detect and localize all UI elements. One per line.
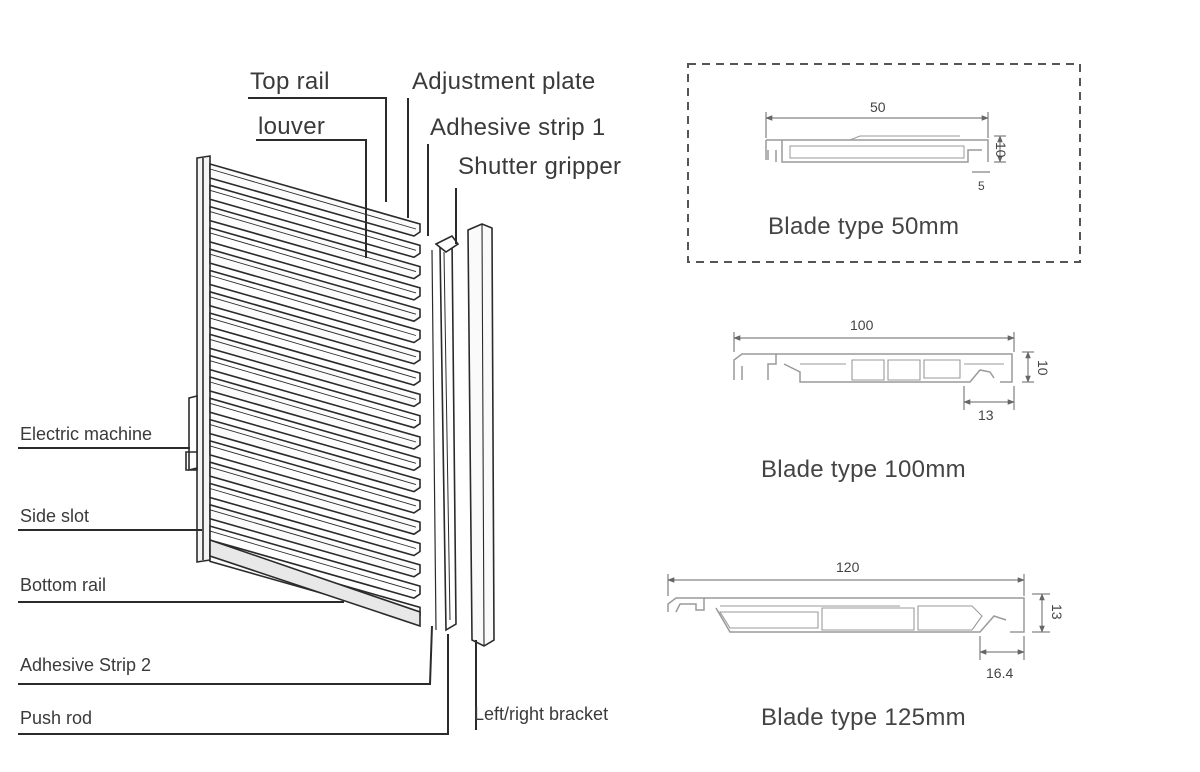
blade-50-lip-dim: 5: [978, 179, 985, 193]
louver-slat-edge: [209, 338, 417, 400]
label-bottom-rail: Bottom rail: [20, 575, 107, 595]
louver-slat-edge: [209, 189, 417, 251]
blade-125-height-dim: 13: [1049, 604, 1065, 620]
bottom-rail: [209, 538, 421, 628]
blade-profile-50: [765, 135, 989, 163]
label-adhesive-strip-1: Adhesive strip 1: [430, 114, 606, 141]
blade-50-caption: Blade type 50mm: [768, 213, 960, 240]
blade-50-height-dim: 10: [993, 142, 1009, 158]
blade-100-lip-dim: 13: [978, 407, 994, 423]
label-adhesive-strip-2: Adhesive Strip 2: [20, 655, 152, 675]
shutter-assembly: [185, 155, 495, 647]
blade-100-width-dim: 100: [850, 317, 874, 333]
blade-125-lip-dim: 16.4: [986, 665, 1014, 681]
blade-dims-125: [667, 574, 1050, 660]
blade-50-width-dim: 50: [870, 99, 886, 115]
blade-profile-100: [733, 353, 1013, 383]
blade-125-caption: Blade type 125mm: [761, 704, 966, 731]
louver-slat-edge: [209, 530, 417, 592]
blade-100-height-dim: 10: [1035, 360, 1051, 376]
louver-slat-edge: [209, 232, 417, 294]
blade-125-width-dim: 120: [836, 559, 860, 575]
label-louver: louver: [258, 113, 326, 140]
louver-slat-edge: [209, 424, 417, 486]
louver-slat-edge: [209, 445, 417, 507]
push-rod: [431, 249, 437, 631]
label-adjustment-plate: Adjustment plate: [412, 68, 596, 95]
louver-slat-edge: [209, 168, 417, 230]
louver-slat-edge: [209, 466, 417, 528]
louver-slat-edge: [209, 253, 417, 315]
louver-slat-edge: [209, 381, 417, 443]
label-top-rail: Top rail: [250, 68, 330, 95]
louver-slat-edge: [209, 360, 417, 422]
louver-slat-edge: [209, 317, 417, 379]
shutter-gripper-strip: [439, 238, 457, 632]
label-push-rod: Push rod: [20, 708, 93, 728]
blade-dims-50: [765, 112, 1006, 173]
louver-slat-edge: [209, 296, 417, 358]
louver-slat-edge: [209, 488, 417, 549]
blade-50-frame: [687, 63, 1081, 263]
label-left-right-bracket: Left/right bracket: [474, 704, 609, 724]
louver-slat-edge: [209, 509, 417, 571]
label-electric-machine: Electric machine: [20, 424, 153, 444]
label-side-slot: Side slot: [20, 506, 90, 526]
louver-slat-edge: [209, 402, 417, 464]
leader-lines: [18, 97, 477, 735]
louver-slat-edge: [209, 211, 417, 273]
blade-profile-125: [667, 597, 1025, 633]
label-shutter-gripper: Shutter gripper: [458, 153, 622, 180]
louver-slat-edge: [209, 275, 417, 336]
blade-100-caption: Blade type 100mm: [761, 456, 966, 483]
electric-machine: [185, 394, 198, 472]
blade-dims-100: [733, 332, 1034, 410]
bracket: [467, 223, 495, 647]
